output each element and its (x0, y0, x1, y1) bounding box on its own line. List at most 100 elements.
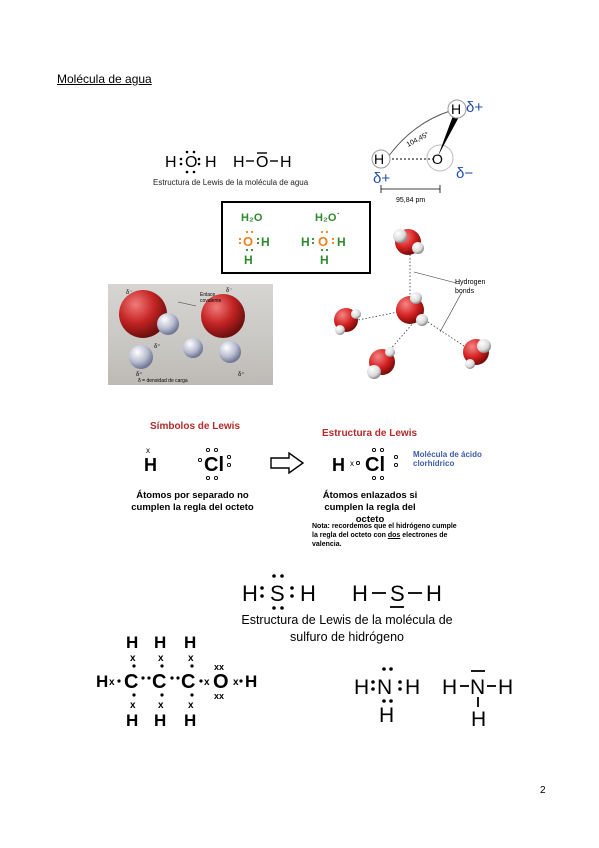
hcl-separate-symbols: x H Cl (140, 440, 240, 488)
electron-x: x (233, 677, 239, 688)
water-lewis-lines: H O H (233, 150, 295, 174)
h2s-lewis: H S H H S H (240, 572, 450, 612)
water-geometry-svg: H δ+ H δ+ O δ− 104,45° 95,84 pm (371, 99, 483, 204)
atom-h: H (126, 633, 138, 652)
water-lewis-dots: H O H (165, 150, 225, 174)
box-o-right: O (318, 234, 328, 249)
ethanol-lewis: H H H x x x H x C C C x O xx xx x H (94, 632, 264, 732)
electron-dot (147, 676, 151, 680)
electron-ring (371, 475, 377, 481)
box-o-left: O (243, 234, 253, 249)
angle-arc (387, 110, 451, 158)
water-3d-model-photo: Enlace covalente δ⁻ δ⁺ δ⁺ δ⁺ δ⁻ δ = dens… (108, 284, 273, 385)
electron-dot (382, 667, 386, 671)
ethanol-lewis-svg: H H H x x x H x C C C x O xx xx x H (96, 633, 257, 730)
h2s-h-left: H (242, 581, 258, 606)
electron-dot (331, 241, 335, 245)
electron-dot (280, 606, 284, 610)
hcl-note-suffix: electrones de valencia. (312, 532, 448, 548)
hcl-bonded-svg: H x Cl (332, 447, 399, 481)
water-h-left: H (233, 154, 245, 171)
electron-dot (260, 594, 264, 598)
electron-dot (331, 237, 335, 241)
ammonia-lewis-svg: H N H H H N H H (354, 667, 513, 731)
water-lewis-lines-diagram: H O H (233, 152, 292, 171)
hcl-note-prefix: Nota: recordemos que el hidrógeno cumple… (312, 523, 457, 539)
atom-h: H (498, 676, 513, 699)
hcl-h: H (144, 455, 157, 475)
electron-dot (132, 693, 136, 697)
electron-xx: xx (214, 691, 224, 701)
electron-dot (320, 230, 324, 234)
bond-length: 95,84 pm (396, 197, 425, 204)
water-o: O (185, 154, 197, 171)
atom-h: H (126, 711, 138, 730)
page-title: Molécula de agua (57, 72, 152, 86)
hydrogen-atom-top (447, 99, 467, 119)
hydrogen-sphere (335, 325, 345, 335)
delta-mark: δ⁻ (126, 290, 133, 296)
atom-h: H (354, 676, 369, 699)
water-lewis-caption: Estructura de Lewis de la molécula de ag… (153, 178, 309, 187)
hydrogen-sphere (477, 339, 491, 353)
electron-x: x (130, 700, 136, 711)
covalent-label: Enlace covalente (200, 292, 222, 304)
water-box: H₂O H₂O˙ O H H H O H H (221, 201, 371, 274)
electron-ring (226, 454, 232, 460)
water-box-svg: H₂O H₂O˙ O H H H O H H (238, 212, 346, 267)
page-number: 2 (540, 785, 546, 796)
box-h-right-left: H (261, 235, 270, 249)
atom-h: H (154, 633, 166, 652)
electron-dot (280, 574, 284, 578)
covalent-label-line: covalente (200, 298, 222, 304)
hydrogen-bonds-diagram: Hydrogen bonds (330, 222, 500, 384)
water-h-right: H (280, 154, 292, 171)
electron-dot (239, 679, 243, 683)
oxygen-sphere-right (201, 294, 245, 338)
h2s-h-right: H (300, 581, 316, 606)
hydrogen-sphere (183, 338, 203, 358)
electron-dot (179, 157, 183, 161)
hcl-right-caption: Átomos enlazados si cumplen la regla del… (322, 490, 418, 525)
electron-ring (213, 475, 219, 481)
hcl-right-title: Estructura de Lewis (322, 428, 418, 439)
electron-dot (250, 248, 254, 252)
ethanol-bottom-dots (132, 693, 194, 697)
hydrogen-bonds-label: Hydrogen bonds (455, 279, 487, 295)
electron-dot (238, 237, 242, 241)
wedge-bond (438, 113, 460, 156)
water-geometry-diagram: H δ+ H δ+ O δ− 104,45° 95,84 pm (368, 95, 498, 207)
atom-h: H (471, 708, 486, 730)
electron-x: x (158, 653, 164, 664)
electron-dot (192, 150, 196, 154)
electron-ring (213, 447, 219, 453)
box-h-bottom-right: H (320, 253, 329, 267)
electron-ring (393, 462, 399, 468)
hcl-cl: Cl (365, 454, 385, 476)
box-h-left-right: H (301, 235, 310, 249)
ammonia-lewis: H N H H H N H H (352, 664, 522, 731)
electron-ring (355, 460, 361, 466)
water-lewis-dots-diagram: H O H (165, 150, 217, 174)
electron-dot (371, 687, 375, 691)
electron-dot (250, 230, 254, 234)
h2s-s: S (270, 581, 285, 606)
hydrogen-bonds-svg: Hydrogen bonds (334, 229, 491, 379)
hydrogen-sphere (385, 347, 395, 357)
hydrogen-sphere (412, 242, 424, 254)
electron-x: x (188, 700, 194, 711)
atom-n: N (470, 676, 485, 699)
hydrogen-sphere (219, 341, 241, 363)
electron-dot (179, 162, 183, 166)
electron-x: x (350, 459, 354, 468)
hydrogen-sphere (351, 309, 361, 319)
electron-dot (185, 170, 189, 174)
electron-dot (311, 241, 315, 245)
electron-dot (176, 676, 180, 680)
atom-h: H (154, 711, 166, 730)
bond-angle: 104,45° (405, 130, 430, 149)
arrow-svg (270, 451, 305, 475)
arrow-icon (269, 451, 305, 479)
electron-dot (170, 676, 174, 680)
hydrogen-bond (424, 319, 471, 351)
